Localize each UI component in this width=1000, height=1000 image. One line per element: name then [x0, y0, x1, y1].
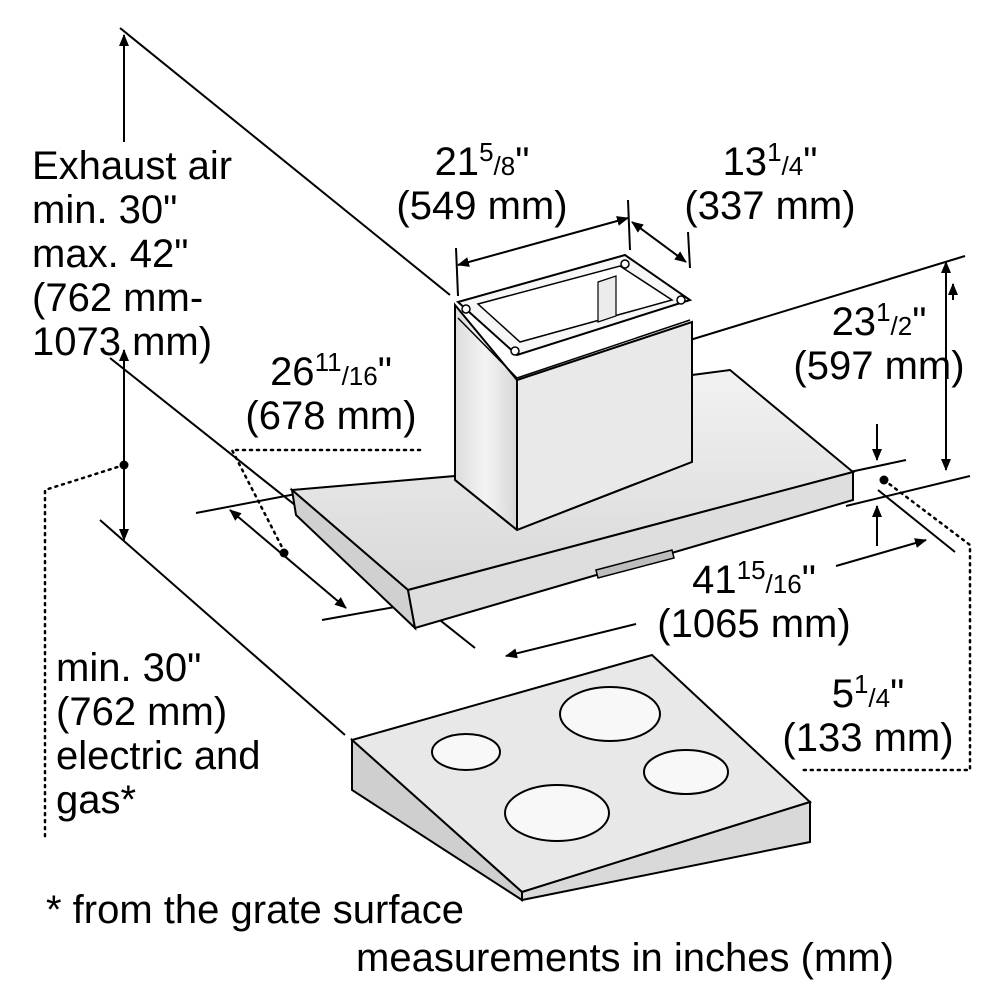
duct-width-label: 215/8" (549 mm) [372, 137, 592, 228]
duct-depth-tick [687, 231, 691, 269]
burner-icon [504, 784, 610, 842]
hood-thickness-mm: (133 mm) [782, 716, 954, 760]
hood-depth-mm: (678 mm) [245, 394, 417, 438]
cooktop-front-extension [99, 519, 346, 736]
chimney-band [457, 317, 518, 379]
exhaust-line-1: Exhaust air [32, 144, 233, 188]
burner-icon [643, 749, 729, 795]
burner-icon [559, 686, 661, 742]
screw-icon [620, 259, 630, 269]
control-panel [595, 549, 675, 579]
screw-icon [510, 346, 520, 356]
burner-icon [431, 733, 501, 771]
exhaust-line-5: 1073 mm) [32, 320, 213, 364]
hood-right-diagonal [877, 489, 956, 553]
chimney-top-opening [476, 265, 674, 343]
chimney-bracket [597, 275, 617, 323]
cooktop [349, 653, 812, 902]
extension-lines [99, 27, 971, 736]
hood-right-top-extension [849, 459, 907, 473]
duct-width-tick-right [627, 199, 631, 251]
duct-width-mm: (549 mm) [396, 184, 568, 228]
hood-width-dimension-arrow-right [835, 538, 927, 567]
dimension-arrows [119, 34, 958, 659]
clearance-leader [43, 463, 126, 842]
exhaust-line-4: (762 mm- [32, 276, 204, 320]
hood-left-extension [195, 493, 297, 514]
footnote: * from the grate surface [46, 888, 464, 932]
ceiling-line-right [689, 255, 966, 341]
hood-depth-fraction: 2611/16" [270, 347, 392, 394]
hood-width-dimension-arrow [505, 623, 637, 659]
duct-width-tick-left [455, 247, 459, 297]
duct-width-dimension-arrow [457, 216, 629, 267]
screw-icon [676, 295, 686, 305]
duct-depth-mm: (337 mm) [684, 184, 856, 228]
hood-width-mm: (1065 mm) [657, 602, 851, 646]
duct-width-fraction: 215/8" [434, 137, 530, 184]
hood-depth-dimension-arrow [229, 509, 347, 609]
exhaust-line-3: max. 42" [32, 232, 189, 276]
ceiling-line [119, 27, 451, 296]
duct-depth-fraction: 131/4" [722, 137, 818, 184]
exhaust-air-label: Exhaust air min. 30" max. 42" (762 mm- 1… [32, 144, 232, 364]
hood-width-fraction: 4115/16" [692, 555, 816, 602]
clearance-line-3: electric and [56, 734, 261, 778]
clearance-line-4: gas* [56, 778, 137, 822]
screw-icon [461, 304, 471, 314]
canopy-height-label: 231/2" (597 mm) [774, 297, 984, 388]
clearance-line-1: min. 30" [56, 646, 202, 690]
hood-width-label: 4115/16" (1065 mm) [634, 555, 874, 646]
hood-thickness-label: 51/4" (133 mm) [768, 669, 968, 760]
units-note: measurements in inches (mm) [356, 936, 894, 980]
hood-thickness-fraction: 51/4" [831, 669, 905, 716]
exhaust-line-2: min. 30" [32, 188, 178, 232]
leader-dot [879, 475, 889, 485]
canopy-height-mm: (597 mm) [793, 344, 965, 388]
hood-depth-label: 2611/16" (678 mm) [226, 347, 436, 438]
duct-depth-dimension-arrow [631, 221, 687, 263]
chimney-band-2 [516, 319, 691, 379]
cooktop-right-side [521, 800, 811, 902]
canopy-height-fraction: 231/2" [831, 297, 927, 344]
hood-right-bottom-extension [845, 475, 971, 507]
duct-depth-label: 131/4" (337 mm) [660, 137, 880, 228]
clearance-line-2: (762 mm) [56, 690, 228, 734]
clearance-label: min. 30" (762 mm) electric and gas* [56, 646, 261, 822]
canopy-side [406, 470, 854, 630]
